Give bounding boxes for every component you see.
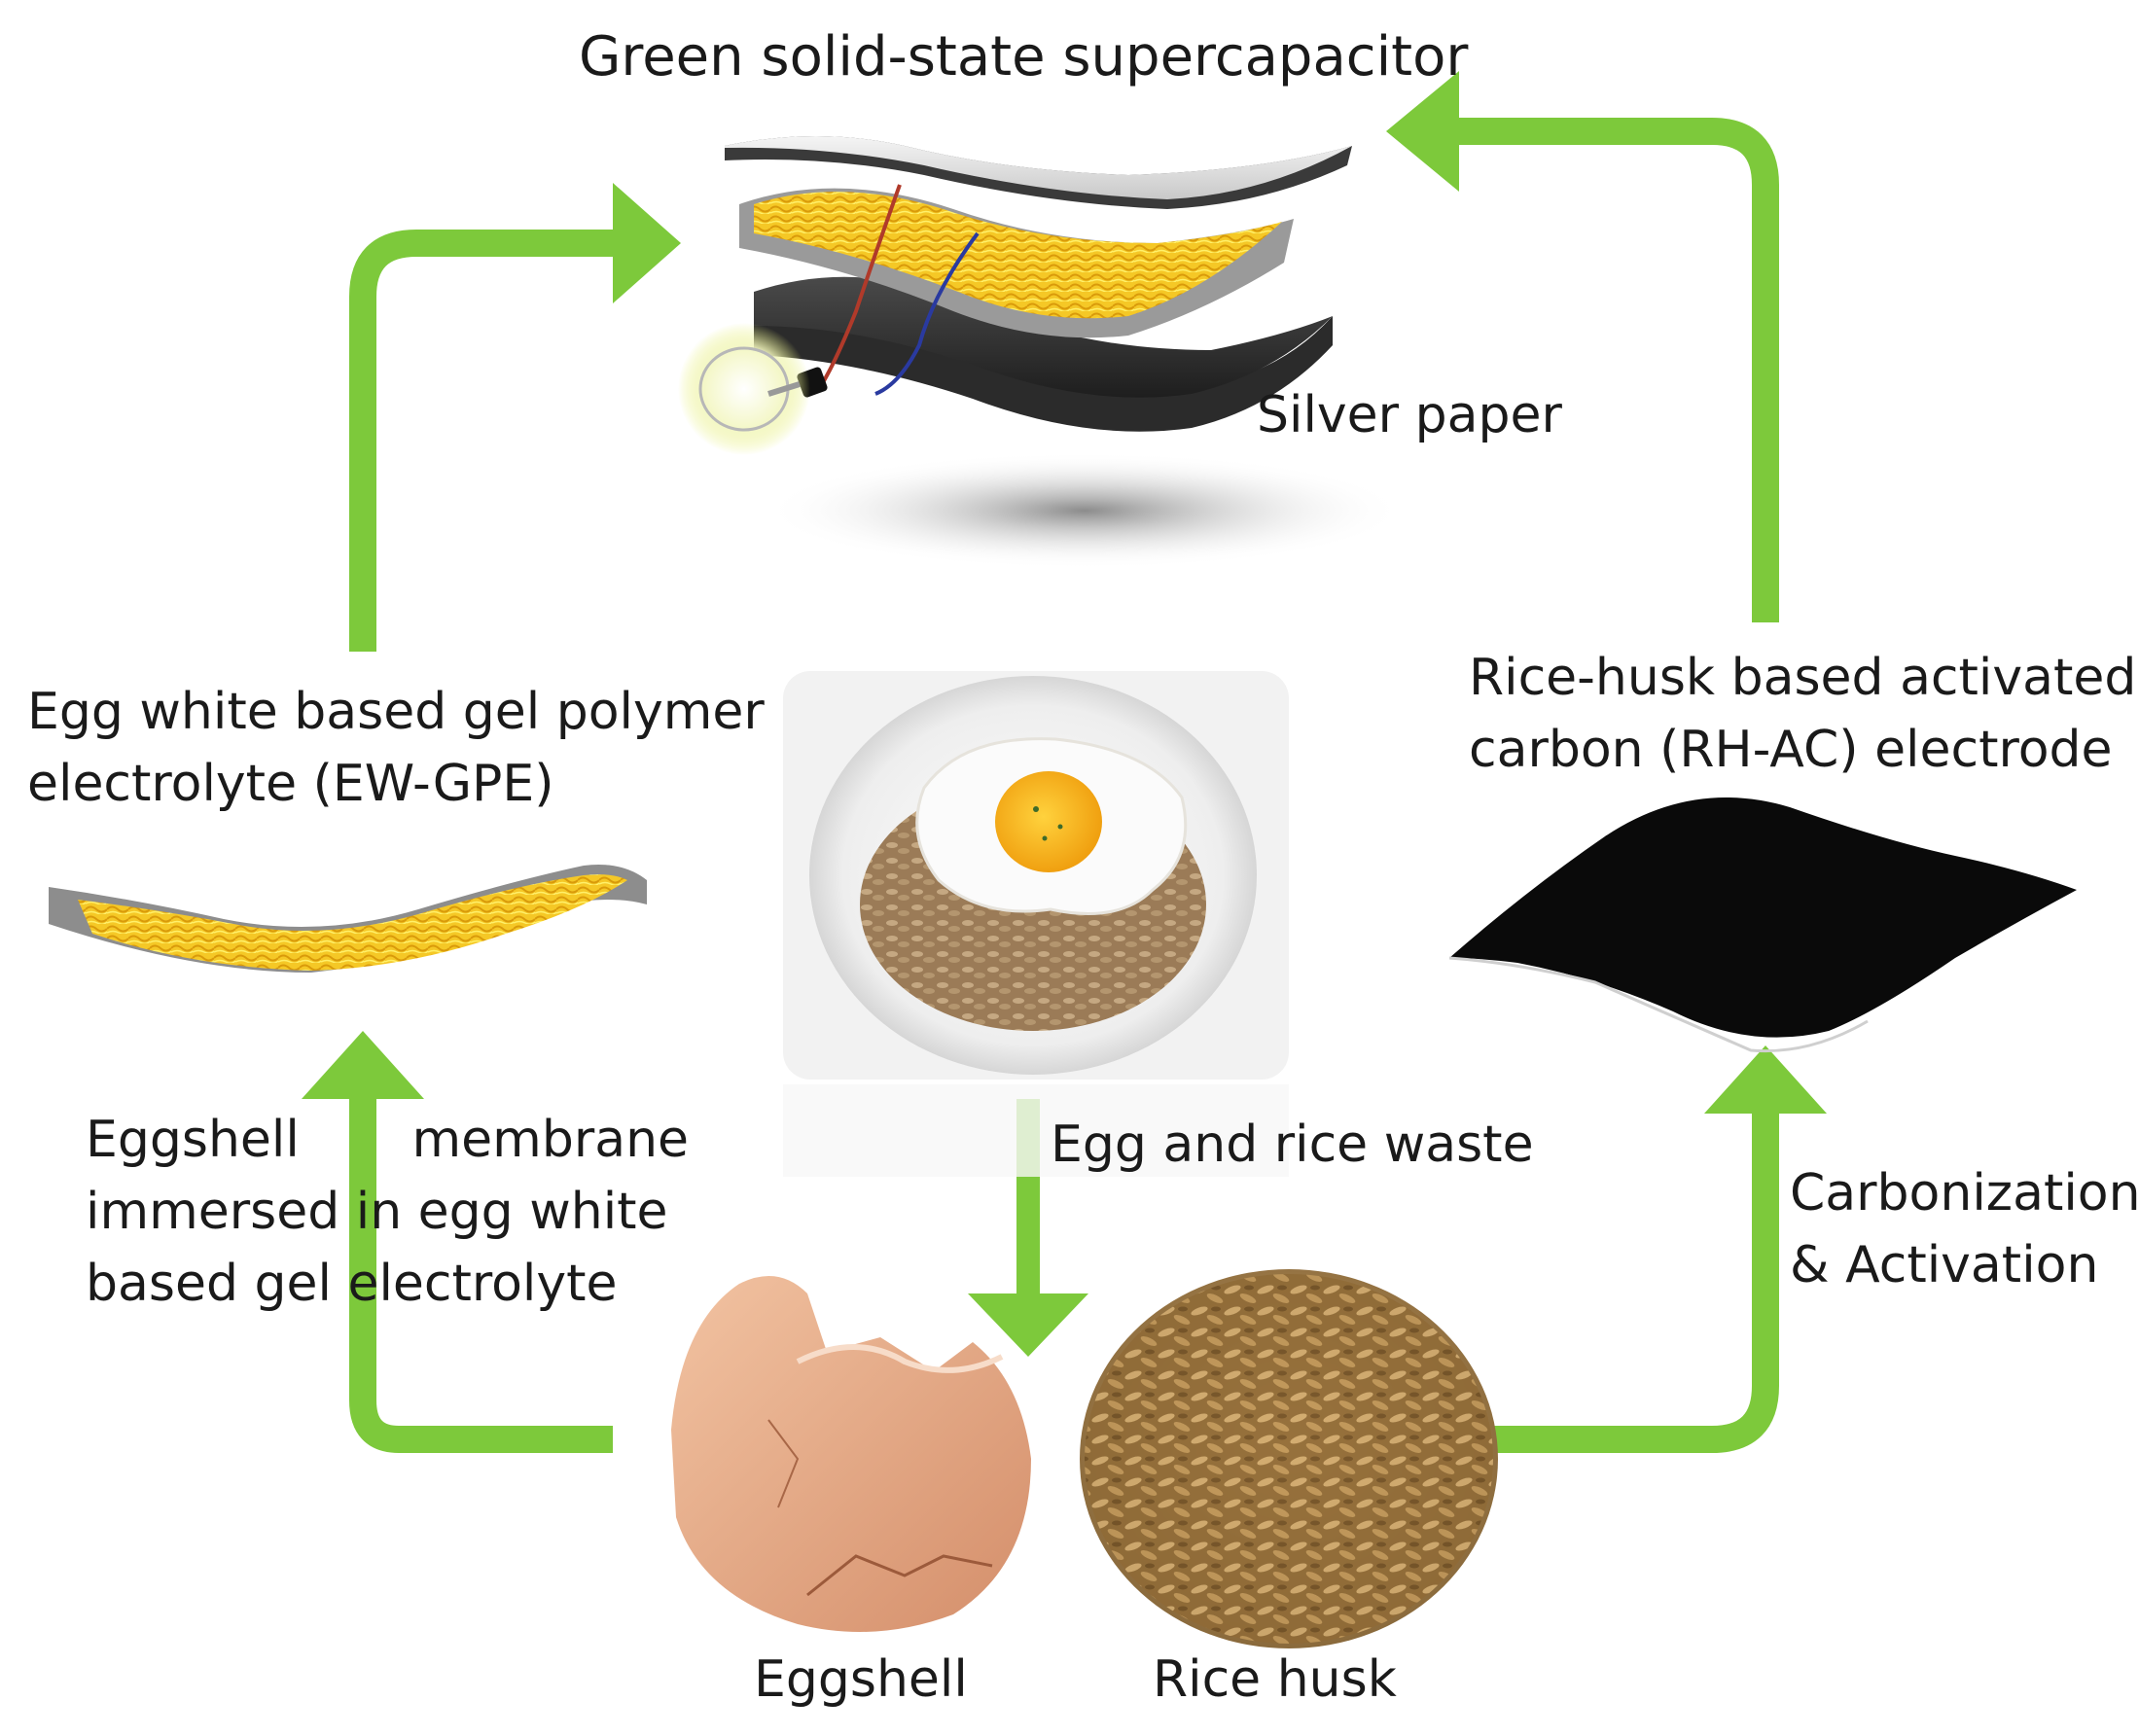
rice-husk-label: Rice husk (1153, 1650, 1397, 1709)
diagram-title: Green solid-state supercapacitor (579, 25, 1469, 89)
light-bulb-icon (678, 323, 810, 455)
egg-yolk (995, 771, 1102, 872)
egg-rice-waste-label: Egg and rice waste (1051, 1116, 1534, 1174)
carbonization-step-label: Carbonization & Activation (1790, 1164, 2139, 1294)
device-shadow (764, 452, 1406, 569)
membrane-step-label: Eggshell membrane immersed in egg white … (86, 1111, 690, 1313)
cracked-eggshell (671, 1276, 1031, 1632)
rice-husk-pile (1080, 1269, 1498, 1648)
flow-arrow-eggshell-to-ew-gpe (302, 1031, 613, 1453)
flow-arrow-rh-ac-to-device (1386, 71, 1779, 622)
silver-paper-label: Silver paper (1257, 386, 1562, 444)
supercapacitor-device (678, 136, 1406, 569)
eggshell-label: Eggshell (754, 1650, 968, 1709)
rh-ac-label: Rice-husk based activated carbon (RH-AC)… (1469, 649, 2137, 779)
egg-rice-bowl (783, 671, 1289, 1177)
bowl-reflection (783, 1084, 1289, 1177)
ew-gpe-label: Egg white based gel polymer electrolyte … (27, 683, 765, 813)
flow-arrow-husk-to-rh-ac (1493, 1045, 1827, 1453)
blue-wire (874, 231, 980, 396)
top-silver-layer (725, 136, 1352, 199)
gel-electrolyte-film (49, 865, 647, 973)
carbon-electrode-film (1448, 797, 2077, 1053)
flow-arrow-ew-gpe-to-device (349, 183, 681, 652)
red-wire (820, 184, 902, 386)
